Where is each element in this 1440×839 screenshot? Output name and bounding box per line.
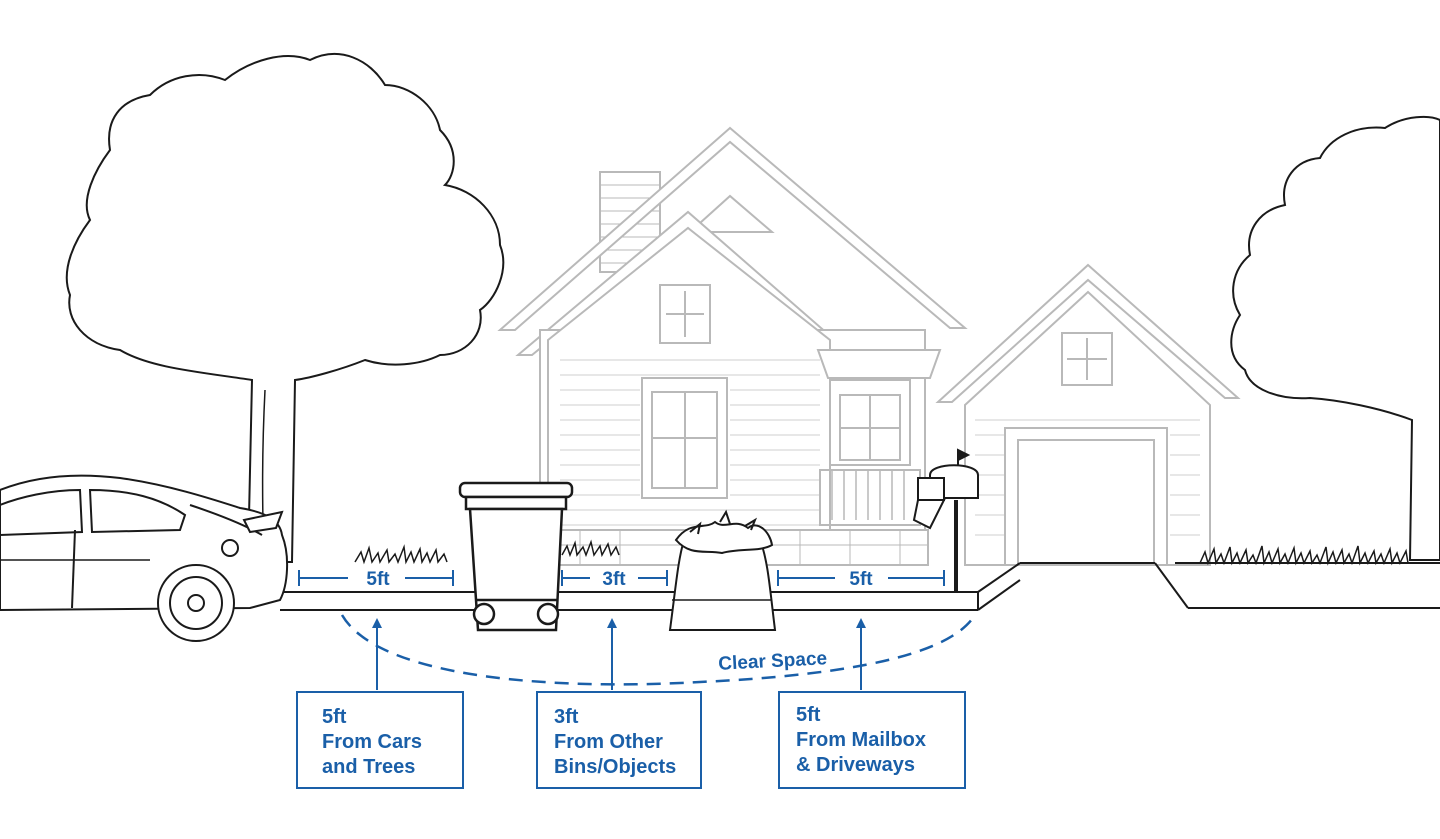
clear-space-label: Clear Space [718,648,828,675]
sidewalk [280,562,1440,611]
leaf-bag [668,509,777,631]
measurement-middle: 3ft [602,569,626,590]
trash-bin [458,481,574,632]
callout-cars-trees-line-1: 5ft [322,706,347,728]
mailbox [912,448,979,592]
car [0,474,289,642]
right-tree [1230,115,1440,561]
callout-mailbox-driveways-line-2: From Mailbox [796,729,927,751]
callout-cars-trees-line-3: and Trees [322,756,416,778]
dimension-lines [298,570,945,586]
callout-bins-objects-line-1: 3ft [554,706,579,728]
callout-bins-objects-line-2: From Other [554,731,663,753]
callout-cars-trees-line-2: From Cars [322,731,423,753]
measurement-left: 5ft [366,569,390,590]
callout-mailbox-driveways-line-3: & Driveways [796,754,915,776]
callout-cars-trees: 5ft From Cars and Trees [296,691,464,789]
garage [935,263,1241,566]
callout-mailbox-driveways: 5ft From Mailbox & Driveways [778,691,966,789]
clear-space-arc [340,614,977,686]
measurement-right: 5ft [849,569,873,590]
callout-arrows [372,618,866,690]
callout-mailbox-driveways-line-1: 5ft [796,704,821,726]
grass [354,539,1409,566]
callout-bins-objects-line-3: Bins/Objects [554,756,677,778]
house [497,126,968,566]
callout-bins-objects: 3ft From Other Bins/Objects [536,691,702,789]
